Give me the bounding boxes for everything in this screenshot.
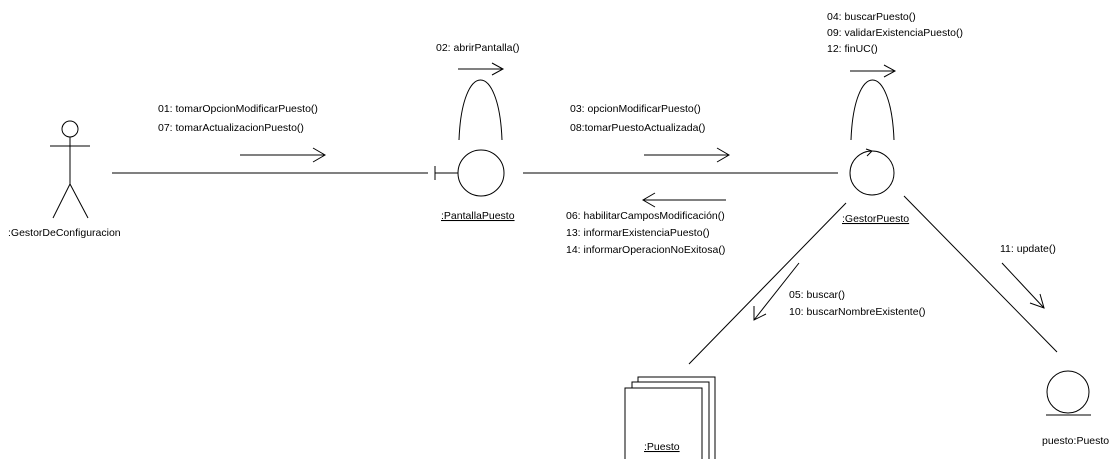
collection-label: :Puesto <box>644 441 680 453</box>
msg-11: 11: update() <box>1000 243 1056 255</box>
msg-07: 07: tomarActualizacionPuesto() <box>158 122 304 134</box>
arrow-boundary-to-control <box>644 147 730 163</box>
msg-12: 12: finUC() <box>827 43 878 55</box>
control-object <box>849 148 895 196</box>
entity-object <box>1046 370 1091 416</box>
arrow-control-to-entity <box>1001 262 1045 309</box>
collection-object <box>624 376 716 464</box>
link-control-collection <box>688 202 847 365</box>
boundary-object <box>434 149 505 197</box>
msg-08: 08:tomarPuestoActualizada() <box>570 122 705 134</box>
arrow-control-self <box>850 64 897 78</box>
msg-05: 05: buscar() <box>789 289 845 301</box>
msg-06: 06: habilitarCamposModificación() <box>566 210 725 222</box>
entity-label: puesto:Puesto <box>1042 435 1109 447</box>
actor-stick-figure <box>50 120 90 219</box>
msg-09: 09: validarExistenciaPuesto() <box>827 27 963 39</box>
arrow-control-to-collection <box>753 262 800 321</box>
msg-13: 13: informarExistenciaPuesto() <box>566 227 710 239</box>
msg-03: 03: opcionModificarPuesto() <box>570 103 701 115</box>
actor-label: :GestorDeConfiguracion <box>8 227 121 239</box>
control-label: :GestorPuesto <box>842 213 909 225</box>
arrow-actor-to-boundary <box>240 147 326 163</box>
msg-04: 04: buscarPuesto() <box>827 11 916 23</box>
control-self-loop <box>850 79 895 141</box>
boundary-label: :PantallaPuesto <box>441 210 515 222</box>
boundary-self-loop <box>458 79 503 141</box>
msg-02: 02: abrirPantalla() <box>436 42 519 54</box>
link-control-entity <box>903 195 1058 353</box>
arrow-control-to-boundary <box>642 192 726 208</box>
msg-01: 01: tomarOpcionModificarPuesto() <box>158 103 318 115</box>
msg-14: 14: informarOperacionNoExitosa() <box>566 244 725 256</box>
msg-10: 10: buscarNombreExistente() <box>789 306 926 318</box>
arrow-boundary-self <box>458 62 505 76</box>
